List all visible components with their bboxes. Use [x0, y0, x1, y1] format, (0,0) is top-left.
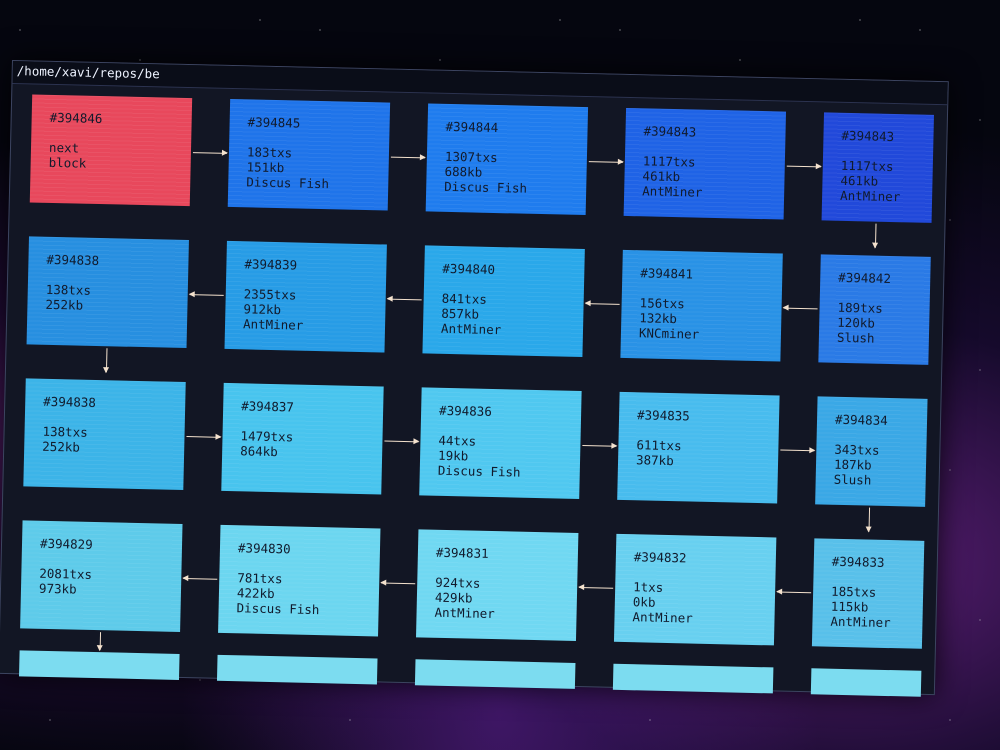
block-miner: AntMiner — [632, 609, 693, 626]
blockchain-canvas: #394846 next block #394845 183txs 151kb … — [0, 84, 947, 697]
arrow-right — [582, 445, 617, 447]
arrow-left — [579, 587, 614, 589]
arrow-left — [183, 578, 218, 580]
block-miner: AntMiner — [839, 187, 901, 205]
block-id: #394840 — [442, 260, 496, 278]
arrow-right — [390, 156, 425, 159]
block-394831[interactable]: #394831 924txs 429kb AntMiner — [416, 529, 579, 641]
block-id: #394843 — [841, 127, 895, 145]
arrow-down — [99, 632, 102, 651]
block-id: #394843 — [643, 123, 697, 140]
block-miner: AntMiner — [440, 320, 502, 338]
block-394840[interactable]: #394840 841txs 857kb AntMiner — [422, 245, 585, 358]
arrow-left — [783, 307, 818, 310]
partial-block — [612, 663, 774, 694]
block-id: #394838 — [46, 251, 100, 269]
arrow-left — [381, 582, 416, 585]
block-id: #394829 — [39, 535, 93, 552]
block-394835[interactable]: #394835 611txs 387kb — [617, 391, 780, 504]
partial-block — [216, 654, 378, 685]
block-miner: Discus Fish — [444, 178, 528, 196]
arrow-right — [384, 440, 419, 443]
block-id: #394844 — [445, 118, 499, 136]
arrow-right — [786, 165, 821, 168]
block-id: #394839 — [244, 256, 298, 273]
arrow-down — [874, 223, 877, 248]
block-size: 973kb — [38, 580, 77, 597]
arrow-right — [588, 161, 623, 163]
arrow-right — [780, 449, 815, 452]
block-id: #394842 — [838, 269, 892, 286]
block-394843[interactable]: #394843 1117txs 461kb AntMiner — [623, 107, 787, 220]
arrow-right — [186, 436, 221, 438]
block-size: 252kb — [42, 438, 81, 455]
block-394844[interactable]: #394844 1307txs 688kb Discus Fish — [425, 103, 589, 216]
block-id: #394830 — [237, 540, 291, 557]
block-id: #394841 — [640, 265, 694, 282]
block-394832[interactable]: #394832 1txs 0kb AntMiner — [613, 533, 777, 646]
arrow-down — [105, 348, 108, 373]
block-id: #394832 — [633, 549, 687, 566]
block-id: #394838 — [43, 393, 97, 410]
block-miner: Slush — [836, 329, 875, 346]
block-miner: AntMiner — [642, 183, 703, 200]
partial-block — [810, 668, 922, 697]
block-id: #394835 — [636, 407, 690, 424]
block-id: #394837 — [241, 398, 295, 415]
arrow-left — [387, 298, 422, 301]
block-394841[interactable]: #394841 156txs 132kb KNCminer — [620, 249, 783, 362]
block-394838-duplicate[interactable]: #394838 138txs 252kb — [23, 378, 186, 490]
block-394830[interactable]: #394830 781txs 422kb Discus Fish — [218, 524, 381, 637]
block-size: 864kb — [240, 443, 278, 460]
block-id: #394836 — [438, 402, 493, 419]
block-id: #394846 — [49, 109, 103, 127]
block-id: #394845 — [247, 114, 301, 131]
arrow-left — [777, 591, 812, 594]
partial-block — [19, 650, 180, 680]
block-miner: AntMiner — [830, 613, 891, 631]
block-394838[interactable]: #394838 138txs 252kb — [26, 236, 189, 349]
block-394833[interactable]: #394833 185txs 115kb AntMiner — [811, 538, 925, 649]
block-394839[interactable]: #394839 2355txs 912kb AntMiner — [224, 240, 387, 353]
block-size: 387kb — [635, 452, 674, 469]
block-id: #394831 — [435, 544, 489, 561]
block-miner: AntMiner — [434, 604, 495, 622]
block-394829[interactable]: #394829 2081txs 973kb — [20, 520, 183, 632]
block-miner: Slush — [833, 471, 872, 488]
arrow-left — [189, 294, 224, 296]
block-miner: Discus Fish — [437, 462, 521, 480]
block-394836[interactable]: #394836 44txs 19kb Discus Fish — [419, 387, 582, 499]
block-394834[interactable]: #394834 343txs 187kb Slush — [815, 396, 928, 507]
block-label-line2: block — [48, 154, 87, 171]
block-miner: KNCminer — [638, 325, 700, 342]
block-394846-next[interactable]: #394846 next block — [29, 94, 193, 207]
block-size: 252kb — [45, 296, 84, 313]
terminal-window[interactable]: /home/xavi/repos/be #394846 next block #… — [0, 60, 949, 697]
block-id: #394833 — [831, 553, 885, 570]
block-394843-duplicate[interactable]: #394843 1117txs 461kb AntMiner — [821, 112, 934, 223]
block-id: #394834 — [834, 411, 888, 428]
block-394837[interactable]: #394837 1479txs 864kb — [221, 382, 384, 495]
arrow-right — [192, 152, 227, 154]
block-394842[interactable]: #394842 189txs 120kb Slush — [818, 254, 931, 365]
arrow-left — [585, 303, 620, 305]
block-miner: Discus Fish — [246, 174, 330, 192]
block-miner: AntMiner — [242, 316, 304, 333]
arrow-down — [868, 507, 871, 532]
block-394845[interactable]: #394845 183txs 151kb Discus Fish — [227, 98, 391, 211]
block-miner: Discus Fish — [236, 600, 320, 618]
partial-block — [414, 659, 576, 689]
